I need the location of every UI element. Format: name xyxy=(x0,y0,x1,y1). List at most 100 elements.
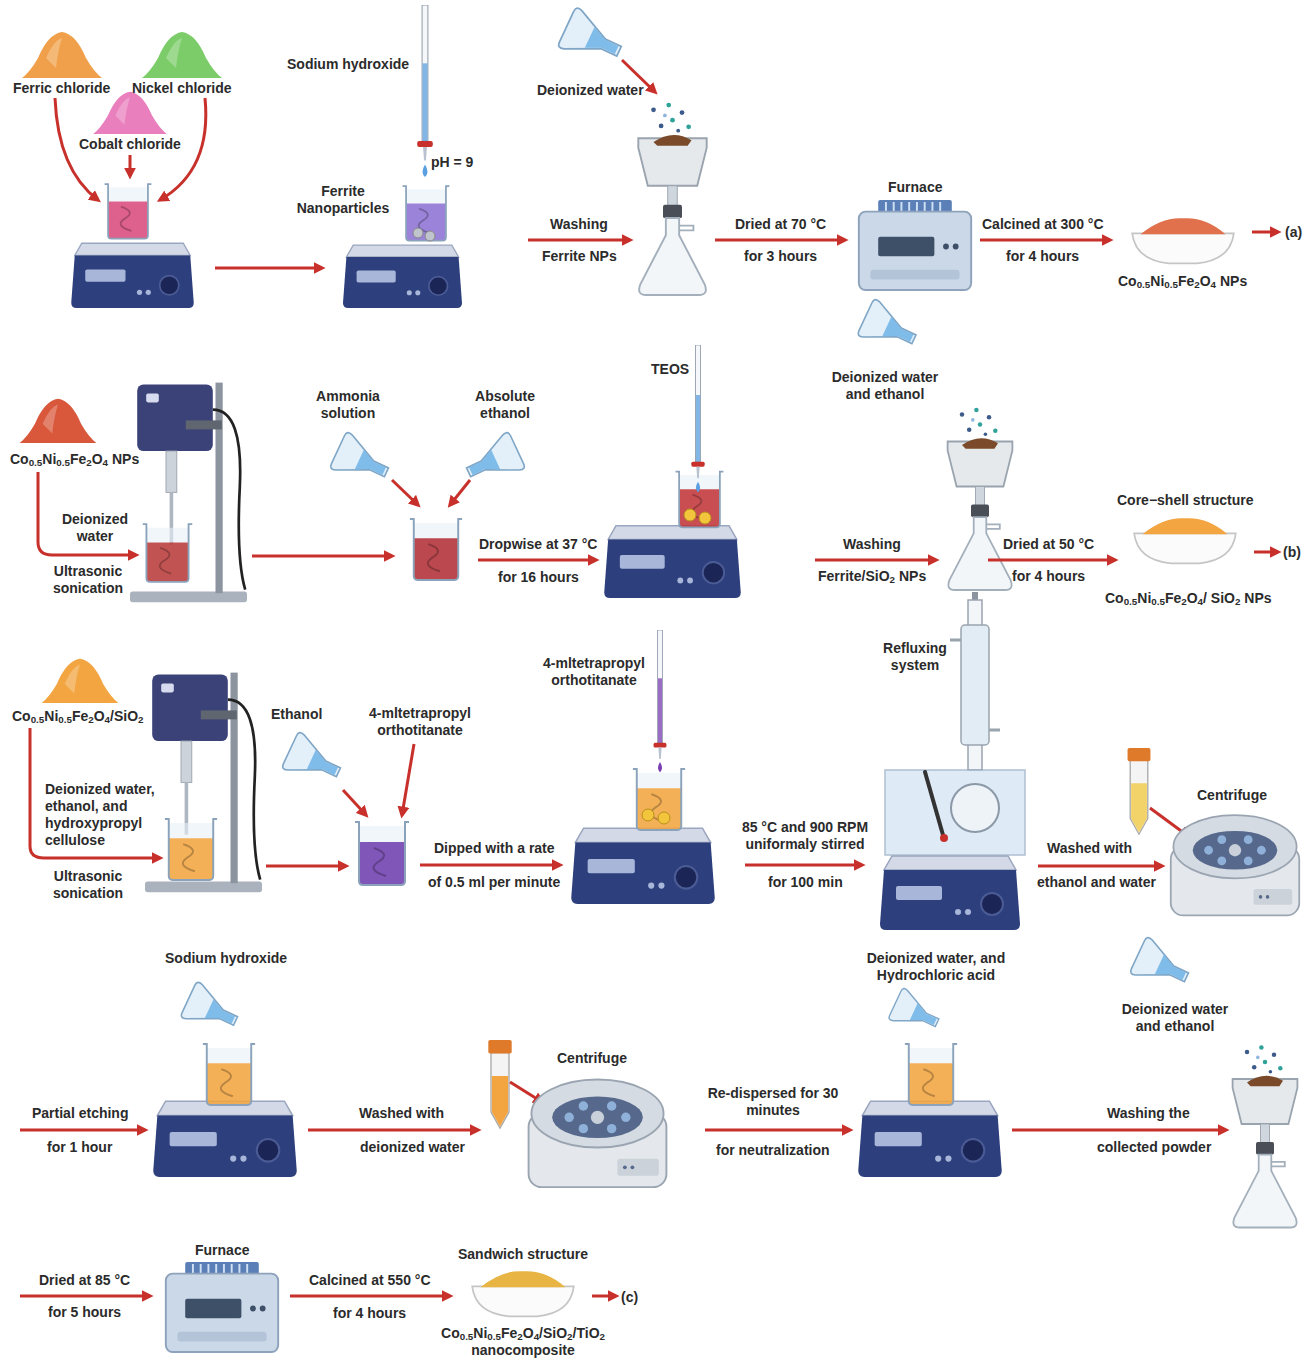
beaker xyxy=(403,186,450,241)
step-label: Ultrasonic sonication xyxy=(43,868,133,902)
centrifuge-tube xyxy=(488,1040,511,1128)
product-bowl xyxy=(1132,218,1234,263)
pour-arrow xyxy=(450,480,470,505)
step-label: collected powder xyxy=(1097,1139,1211,1156)
step-label: deionized water xyxy=(360,1139,465,1156)
reflux-apparatus xyxy=(885,592,1025,855)
step-label: Ferrite/SiO2 NPs xyxy=(818,568,926,585)
flow-arrow xyxy=(592,1295,616,1298)
beaker xyxy=(143,524,193,582)
product-label: Ferrite Nanoparticles xyxy=(293,183,393,217)
step-label: Washing the xyxy=(1107,1105,1190,1122)
reagent-bottle xyxy=(888,988,944,1039)
product-label: Co0.5Ni0.5Fe2O4 NPs xyxy=(10,451,139,468)
step-label: Dried at 85 °C xyxy=(39,1272,130,1289)
beaker xyxy=(905,1044,957,1105)
furnace xyxy=(859,200,971,290)
flow-arrow xyxy=(20,1295,150,1298)
step-label: of 0.5 ml per minute xyxy=(428,874,560,891)
reagent-label: Ferric chloride xyxy=(13,80,110,97)
flow-arrow xyxy=(815,559,936,562)
ultrasonic-probe xyxy=(145,673,262,893)
ferrite-powder xyxy=(20,399,97,443)
product-bowl xyxy=(472,1271,574,1316)
step-label: Washing xyxy=(843,536,901,553)
flow-arrow xyxy=(420,864,560,867)
step-label: 85 °C and 900 RPM uniformaly stirred xyxy=(735,819,875,853)
step-label: Ferrite NPs xyxy=(542,248,617,265)
output-marker: (a) xyxy=(1285,224,1302,241)
wash-bottle xyxy=(857,298,922,357)
beaker xyxy=(410,519,462,580)
step-label: for 5 hours xyxy=(48,1304,121,1321)
equipment-label: Furnace xyxy=(195,1242,249,1259)
reagent-label: Deionized water and ethanol xyxy=(1110,1001,1240,1035)
step-label: for 16 hours xyxy=(498,569,579,586)
step-label: for 1 hour xyxy=(47,1139,112,1156)
ferric-chloride-powder xyxy=(22,32,102,78)
flow-arrow xyxy=(1252,231,1278,234)
step-label: for 4 hours xyxy=(1012,568,1085,585)
structure-label: Core−shell structure xyxy=(1117,492,1254,509)
flow-arrow xyxy=(1038,865,1162,868)
flow-arrow xyxy=(715,239,845,242)
stirrer-hotplate xyxy=(858,1101,1002,1177)
beaker xyxy=(676,472,724,528)
burette xyxy=(654,630,667,773)
reagent-label: Nickel chloride xyxy=(132,80,232,97)
step-label: Dried at 50 °C xyxy=(1003,536,1094,553)
centrifuge xyxy=(1171,815,1299,915)
step-label: Re-dispersed for 30 minutes xyxy=(698,1085,848,1119)
equipment-label: Centrifuge xyxy=(557,1050,627,1067)
step-label: for 4 hours xyxy=(1006,248,1079,265)
wash-bottle xyxy=(557,7,628,71)
reagent-label: Absolute ethanol xyxy=(465,388,545,422)
equipment-label: Centrifuge xyxy=(1197,787,1267,804)
step-label: Calcined at 550 °C xyxy=(309,1272,431,1289)
ultrasonic-probe xyxy=(130,383,247,603)
burette xyxy=(417,5,433,177)
stirrer-hotplate xyxy=(153,1101,297,1177)
nanoparticle xyxy=(658,812,670,824)
pour-arrow xyxy=(392,480,418,505)
reagent-label: TEOS xyxy=(651,361,689,378)
step-label: Ultrasonic sonication xyxy=(43,563,133,597)
reagent-bottle xyxy=(329,431,394,490)
flow-arrow xyxy=(528,239,630,242)
furnace xyxy=(166,1262,278,1352)
flow-arrow xyxy=(215,267,322,270)
centrifuge xyxy=(529,1080,667,1188)
step-label: Dried at 70 °C xyxy=(735,216,826,233)
output-marker: (b) xyxy=(1283,544,1301,561)
stirrer-hotplate xyxy=(880,856,1020,930)
beaker xyxy=(165,819,217,880)
step-label: Washed with xyxy=(1047,840,1132,857)
flow-arrow xyxy=(252,555,392,558)
reagent-label: Deionized water, ethanol, and hydroxypro… xyxy=(45,781,163,849)
reagent-label: Cobalt chloride xyxy=(79,136,181,153)
buchner-funnel xyxy=(948,408,1013,590)
product-label: Co0.5Ni0.5Fe2O4/SiO2 xyxy=(12,708,144,725)
wash-bottle xyxy=(1129,936,1194,995)
stirrer-hotplate xyxy=(343,245,462,308)
flow-arrow xyxy=(478,559,596,562)
condition-label: pH = 9 xyxy=(431,154,473,171)
pour-arrow xyxy=(402,744,414,815)
nickel-chloride-powder xyxy=(142,32,222,78)
flow-arrow xyxy=(1012,1129,1226,1132)
product-label: Co0.5Ni0.5Fe2O4/ SiO2 NPs xyxy=(1105,590,1272,607)
flow-arrow xyxy=(705,1129,850,1132)
equipment-label: Refluxing system xyxy=(875,640,955,674)
flow-arrow xyxy=(1254,551,1278,554)
flow-arrow xyxy=(745,864,862,867)
step-label: for 4 hours xyxy=(333,1305,406,1322)
step-label: for 100 min xyxy=(768,874,843,891)
step-label: Dipped with a rate xyxy=(434,840,555,857)
reagent-label: Sodium hydroxide xyxy=(287,56,409,73)
step-label: Partial etching xyxy=(32,1105,128,1122)
nanoparticle xyxy=(413,228,423,238)
flow-arrow xyxy=(129,155,132,176)
burette xyxy=(691,345,704,493)
output-marker: (c) xyxy=(621,1289,638,1306)
